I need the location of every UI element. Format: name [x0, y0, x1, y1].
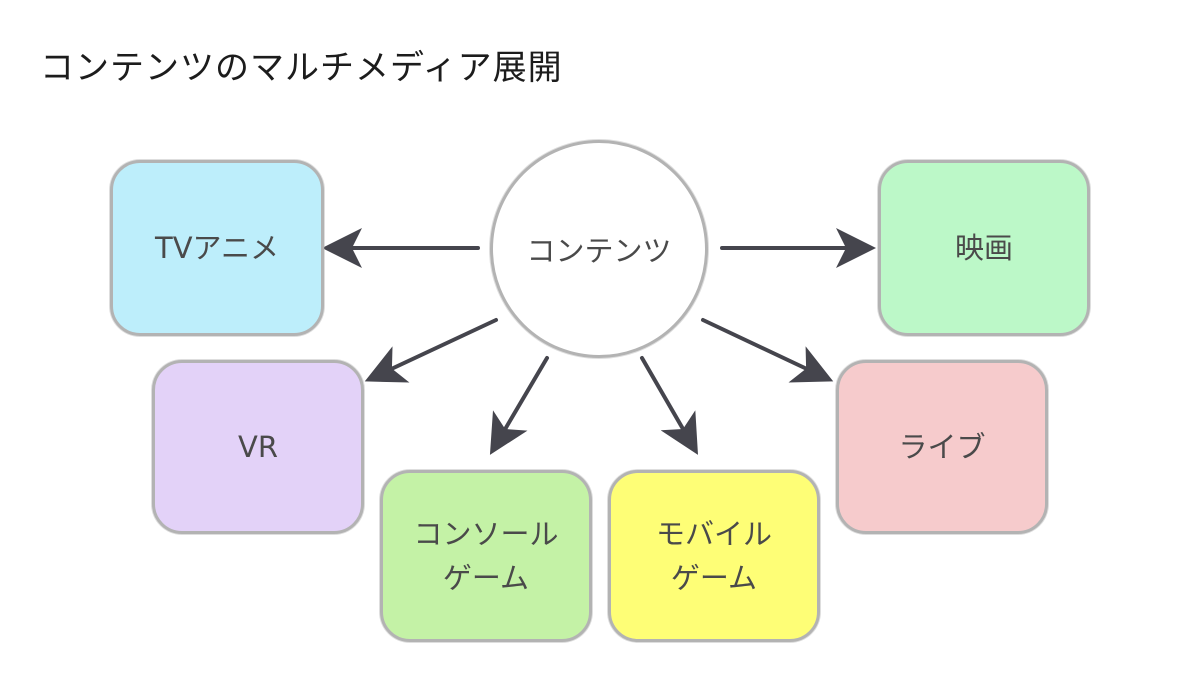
node-mobile-game: モバイル ゲーム [608, 470, 820, 642]
node-console-game: コンソール ゲーム [380, 470, 592, 642]
node-movie: 映画 [878, 160, 1090, 336]
node-mobile-game-line2: ゲーム [670, 561, 758, 595]
arrow-to-live [701, 318, 834, 383]
node-live-label: ライブ [898, 430, 986, 464]
arrow-to-console-game [489, 356, 549, 455]
center-node-label: コンテンツ [526, 234, 672, 268]
center-node-content: コンテンツ [490, 140, 708, 358]
node-tv-anime-label: TVアニメ [155, 231, 279, 265]
arrow-to-vr [364, 318, 498, 383]
node-console-game-line2: ゲーム [442, 561, 530, 595]
node-vr: VR [152, 360, 364, 534]
page-title: コンテンツのマルチメディア展開 [40, 48, 563, 88]
node-tv-anime: TVアニメ [110, 160, 324, 336]
node-console-game-line1: コンソール [413, 517, 559, 551]
node-mobile-game-line1: モバイル [655, 517, 772, 551]
arrow-to-mobile-game [640, 356, 699, 455]
node-live: ライブ [836, 360, 1048, 534]
node-movie-label: 映画 [954, 231, 1013, 265]
node-vr-label: VR [238, 430, 278, 464]
